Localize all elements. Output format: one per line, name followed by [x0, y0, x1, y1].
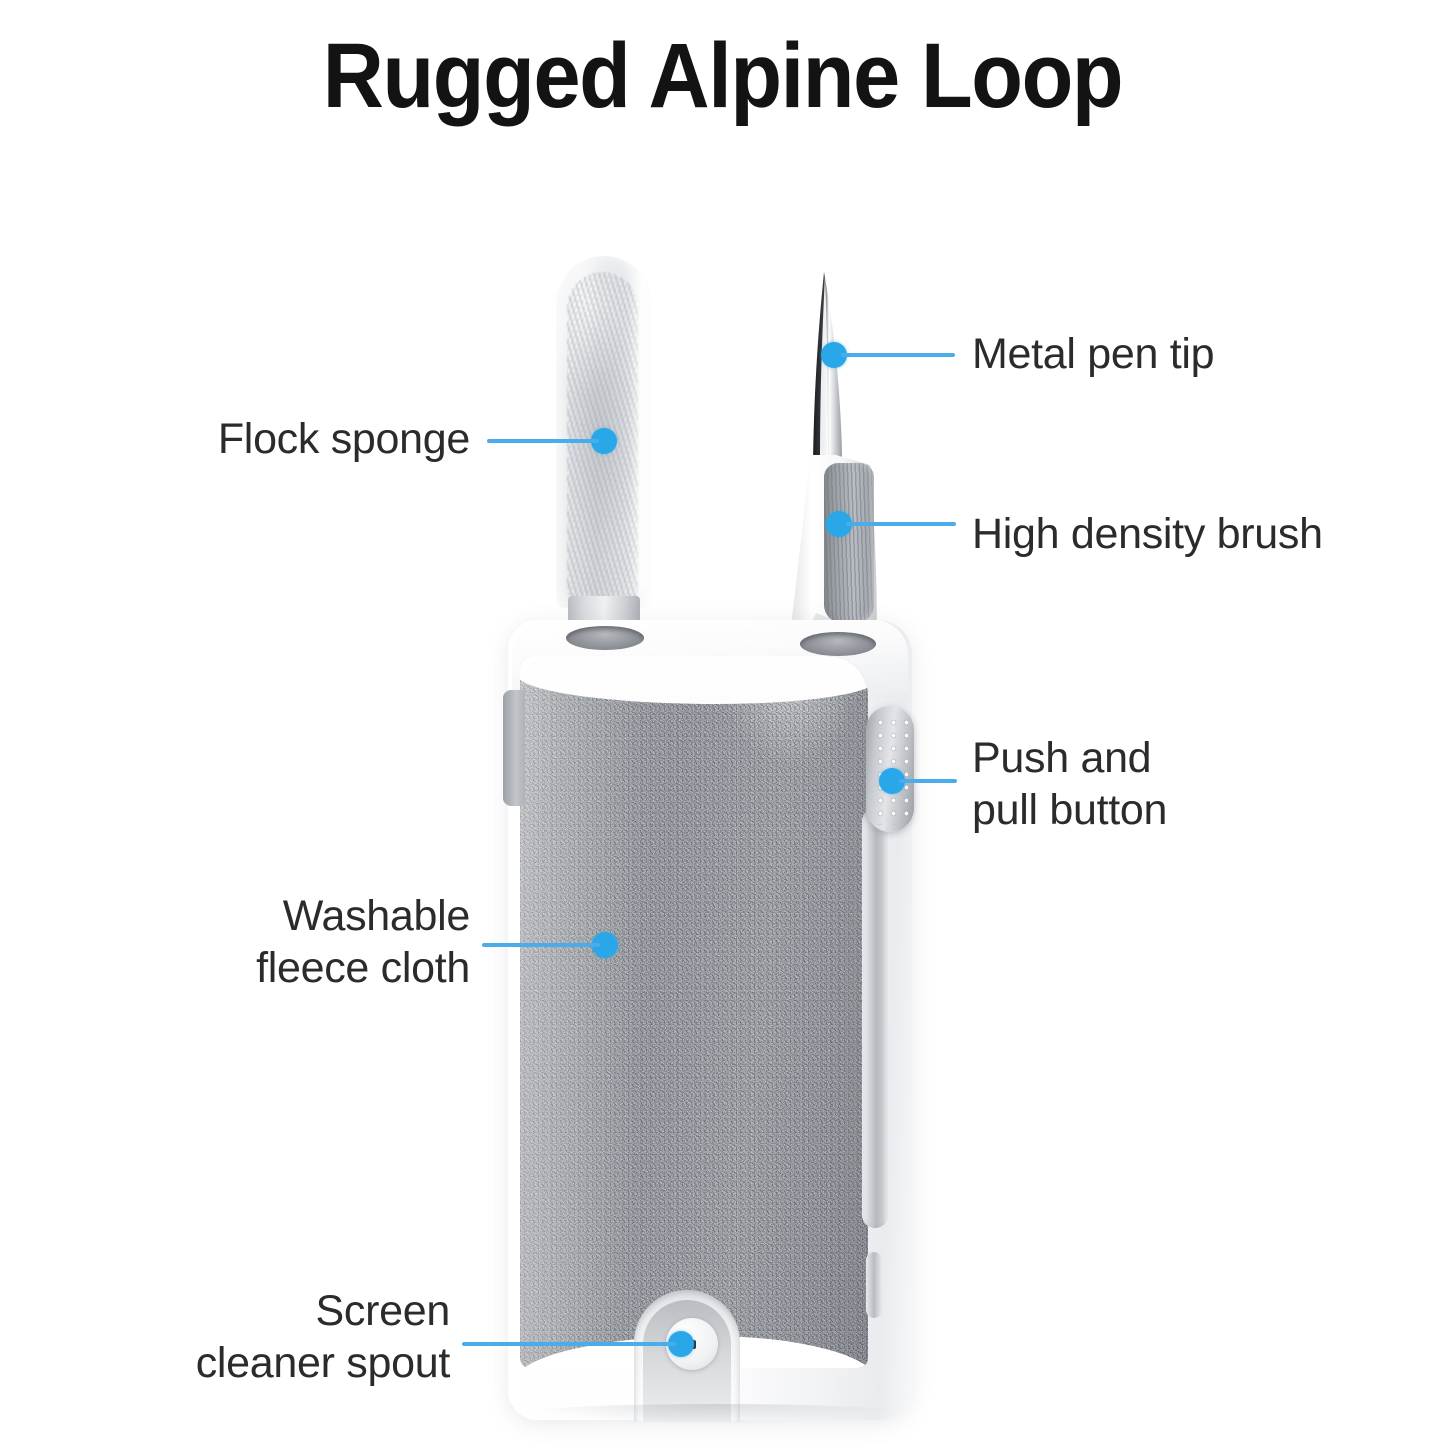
- callout-line-washable-fleece-cloth: [482, 943, 600, 947]
- pen-socket: [800, 632, 876, 656]
- callout-line-metal-pen-tip: [841, 353, 955, 357]
- washable-fleece-cloth-part: [520, 656, 868, 1368]
- lower-vent-slot: [866, 1252, 882, 1318]
- page-title: Rugged Alpine Loop: [322, 25, 1124, 127]
- callout-label-screen-cleaner-spout: Screen cleaner spout: [195, 1287, 451, 1388]
- fleece-grain-texture: [520, 656, 868, 1368]
- callout-label-push-pull-button: Push and pull button: [972, 734, 1168, 835]
- case-left-tab: [503, 690, 525, 806]
- callout-label-metal-pen-tip: Metal pen tip: [972, 330, 1215, 378]
- fleece-sheen: [520, 656, 640, 1368]
- callout-line-screen-cleaner-spout: [462, 1342, 676, 1346]
- sponge-socket: [566, 626, 644, 650]
- slider-track: [862, 808, 888, 1228]
- sponge-highlight: [630, 274, 647, 594]
- callout-label-washable-fleece-cloth: Washable fleece cloth: [256, 892, 470, 993]
- case-right-shadow: [846, 700, 860, 1340]
- callout-line-high-density-brush: [846, 522, 956, 526]
- brush-bristles: [824, 463, 874, 623]
- callout-line-flock-sponge: [487, 439, 599, 443]
- callout-label-flock-sponge: Flock sponge: [217, 415, 470, 463]
- case-drop-shadow: [520, 1404, 912, 1424]
- callout-line-push-pull-button: [899, 779, 957, 783]
- fleece-speckle-texture: [520, 656, 868, 1368]
- callout-label-high-density-brush: High density brush: [972, 510, 1323, 558]
